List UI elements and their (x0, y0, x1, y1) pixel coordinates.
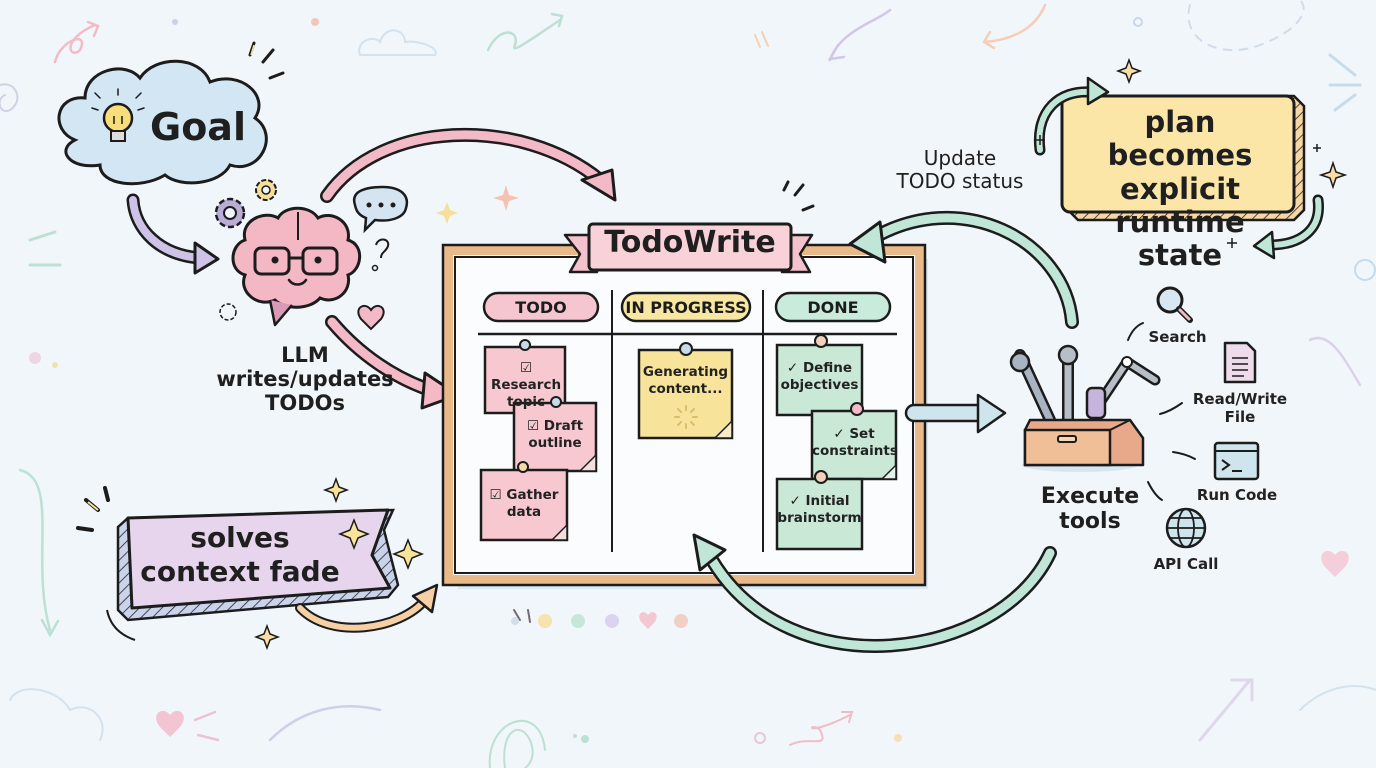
note-draft-outline: ☑ Draft outline (526, 418, 584, 451)
llm-label-line3: TODOs (265, 391, 345, 416)
globe-icon (1165, 507, 1207, 549)
llm-label-line1: LLM (281, 343, 329, 367)
solves-banner (76, 476, 439, 651)
tool-label-api-call: API Call (1153, 555, 1219, 573)
plan-box-label: plan becomes explicit runtime state (1107, 105, 1253, 273)
tool-label-run-code: Run Code (1196, 486, 1278, 504)
note-gather-data: ☑ Gather data (489, 487, 559, 520)
speech-bubble-icon (352, 185, 409, 272)
column-header-pills (482, 291, 892, 323)
board-to-tools-arrow (904, 393, 1007, 434)
magnifier-icon (1156, 286, 1193, 323)
llm-label-line2: writes/updates (216, 367, 394, 392)
note-set-constraints: ✓ Set constraints (812, 426, 898, 459)
solves-banner-label: solves context fade (140, 521, 340, 588)
goal-to-llm-arrow (126, 193, 220, 275)
llm-to-board-top-arrow (320, 127, 617, 203)
update-status-label: Update TODO status (896, 146, 1024, 193)
sticky-notes (479, 334, 898, 551)
checkbox-icon: ☑ (519, 360, 533, 376)
plan-box (1033, 57, 1348, 260)
spinner-icon (674, 405, 698, 429)
note-research-topic: ☑ Research topic (490, 360, 562, 410)
column-header-done: DONE (807, 298, 859, 317)
board-title: TodoWrite (604, 225, 776, 260)
checkbox-icon: ☑ (526, 418, 544, 434)
note-generating-content: Generating content... (642, 364, 729, 397)
check-icon: ✓ (786, 360, 803, 376)
board-title-ribbon (563, 222, 814, 274)
checkbox-icon: ☑ (489, 487, 507, 503)
loop-back-arrow (692, 533, 1057, 653)
update-status-arrow (848, 210, 1079, 329)
note-define-objectives: ✓ Define objectives (780, 360, 859, 393)
llm-to-board-bottom-arrow (325, 315, 460, 410)
column-header-todo: TODO (515, 298, 567, 317)
toolbox-icon (1009, 344, 1161, 472)
check-icon: ✓ (789, 493, 806, 509)
brain-icon (231, 206, 362, 327)
goal-label: Goal (150, 105, 246, 149)
tool-label-read-write-file: Read/Write File (1192, 390, 1288, 426)
heart-icon (357, 304, 385, 331)
llm-label: LLM writes/updates TODOs (200, 343, 410, 415)
goal-cloud (57, 41, 285, 186)
check-icon: ✓ (833, 426, 850, 442)
execute-tools-label: Execute tools (1040, 484, 1140, 535)
note-initial-brainstorm: ✓ Initial brainstorm (777, 493, 862, 526)
sparkle-icon (436, 180, 815, 224)
tool-connectors (1127, 322, 1196, 501)
terminal-icon (1213, 441, 1260, 481)
gear-icon (214, 179, 277, 321)
document-icon (1223, 341, 1257, 384)
tool-label-search: Search (1148, 328, 1207, 346)
column-header-in-progress: IN PROGRESS (625, 298, 747, 317)
lightbulb-icon (91, 88, 145, 142)
